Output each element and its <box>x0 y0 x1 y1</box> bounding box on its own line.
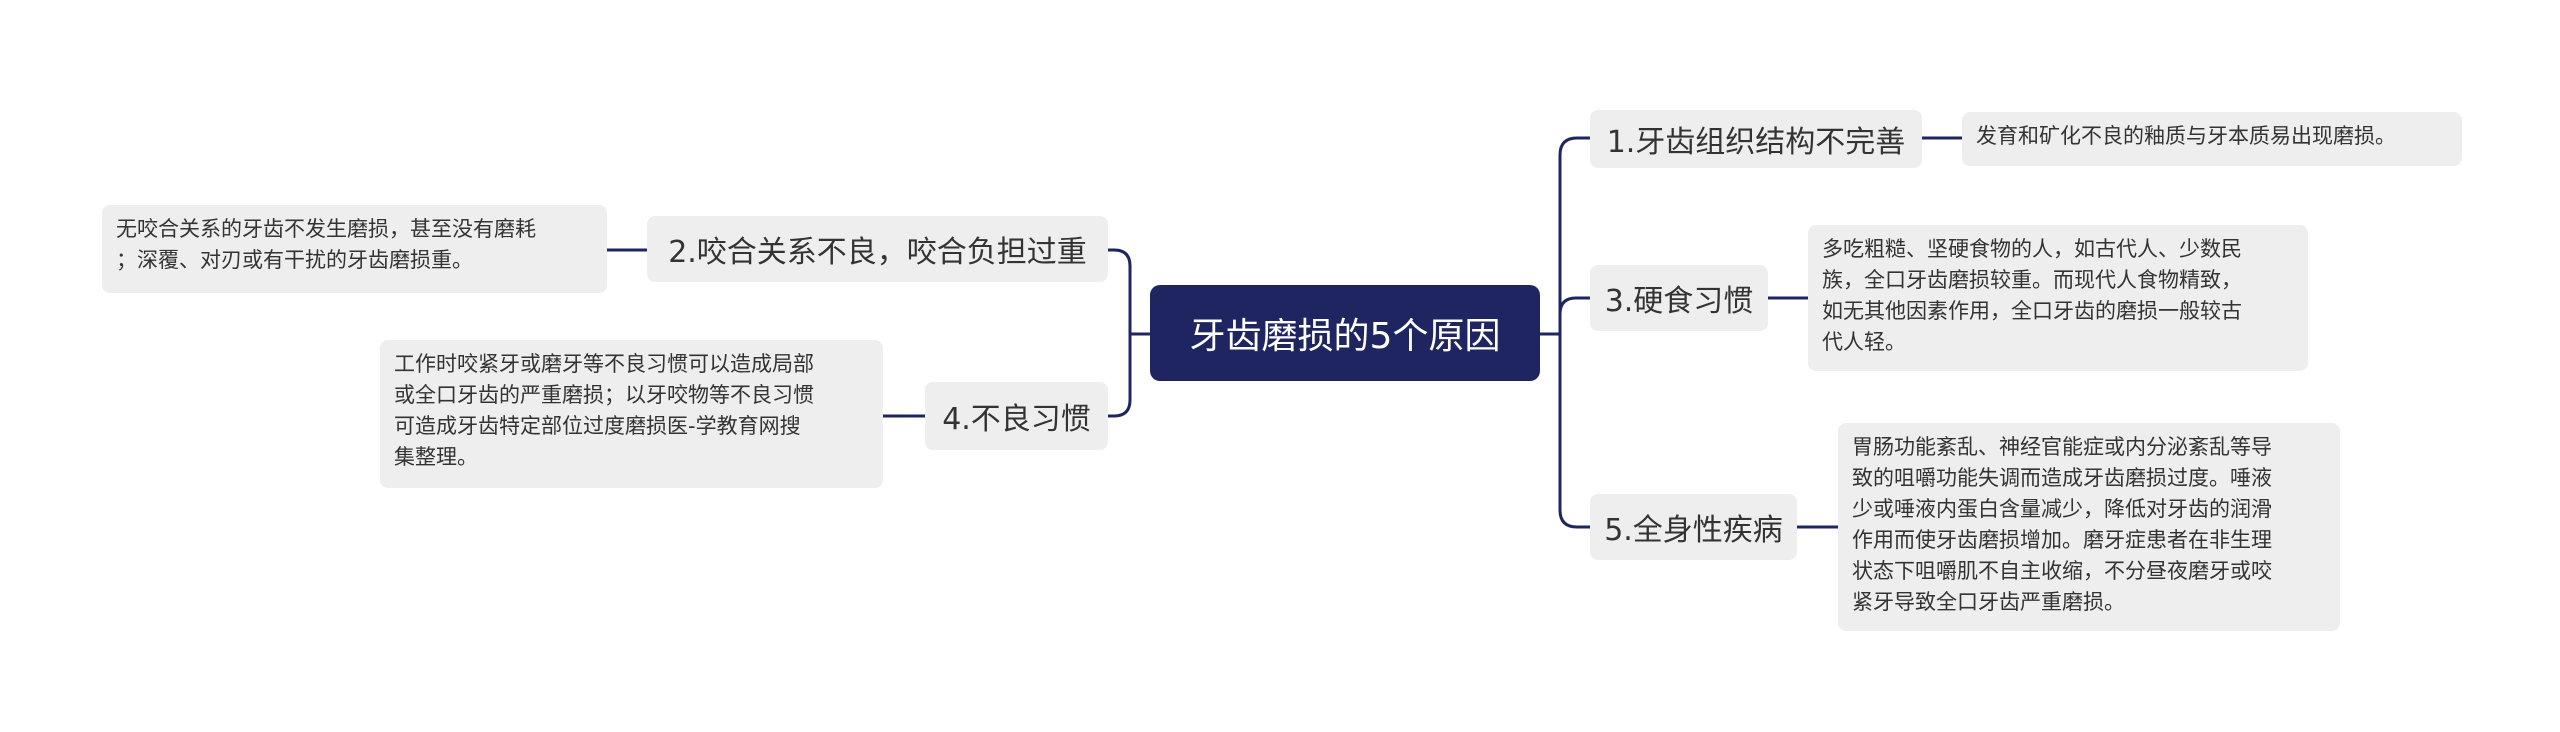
branch-3-detail-text: 多吃粗糙、坚硬食物的人，如古代人、少数民 族，全口牙齿磨损较重。而现代人食物精致… <box>1822 237 2242 354</box>
connector-to-branch-4 <box>1108 334 1132 418</box>
branch-5-topic[interactable]: 5.全身性疾病 <box>1590 494 1797 560</box>
branch-1-topic[interactable]: 1.牙齿组织结构不完善 <box>1590 110 1922 168</box>
branch-1-detail[interactable]: 发育和矿化不良的釉质与牙本质易出现磨损。 <box>1962 112 2462 166</box>
branch-4-detail-text: 工作时咬紧牙或磨牙等不良习惯可以造成局部 或全口牙齿的严重磨损；以牙咬物等不良习… <box>394 352 814 469</box>
branch-2-detail[interactable]: 无咬合关系的牙齿不发生磨损，甚至没有磨耗 ；深覆、对刃或有干扰的牙齿磨损重。 <box>102 205 607 293</box>
branch-3-topic[interactable]: 3.硬食习惯 <box>1590 265 1768 331</box>
connector-to-branch-1 <box>1558 136 1590 334</box>
branch-4-detail[interactable]: 工作时咬紧牙或磨牙等不良习惯可以造成局部 或全口牙齿的严重磨损；以牙咬物等不良习… <box>380 340 883 488</box>
central-topic[interactable]: 牙齿磨损的5个原因 <box>1150 285 1540 381</box>
connector-to-branch-5 <box>1558 334 1590 529</box>
branch-2-detail-text: 无咬合关系的牙齿不发生磨损，甚至没有磨耗 ；深覆、对刃或有干扰的牙齿磨损重。 <box>116 217 536 272</box>
connector-to-branch-2 <box>1108 248 1132 334</box>
connector-to-branch-3 <box>1558 296 1590 334</box>
branch-2-topic[interactable]: 2.咬合关系不良，咬合负担过重 <box>647 216 1108 282</box>
branch-5-detail[interactable]: 胃肠功能紊乱、神经官能症或内分泌紊乱等导 致的咀嚼功能失调而造成牙齿磨损过度。唾… <box>1838 423 2340 631</box>
branch-3-detail[interactable]: 多吃粗糙、坚硬食物的人，如古代人、少数民 族，全口牙齿磨损较重。而现代人食物精致… <box>1808 225 2308 371</box>
branch-1-detail-text: 发育和矿化不良的釉质与牙本质易出现磨损。 <box>1976 124 2396 148</box>
branch-5-detail-text: 胃肠功能紊乱、神经官能症或内分泌紊乱等导 致的咀嚼功能失调而造成牙齿磨损过度。唾… <box>1852 435 2272 614</box>
branch-4-topic[interactable]: 4.不良习惯 <box>925 382 1108 450</box>
